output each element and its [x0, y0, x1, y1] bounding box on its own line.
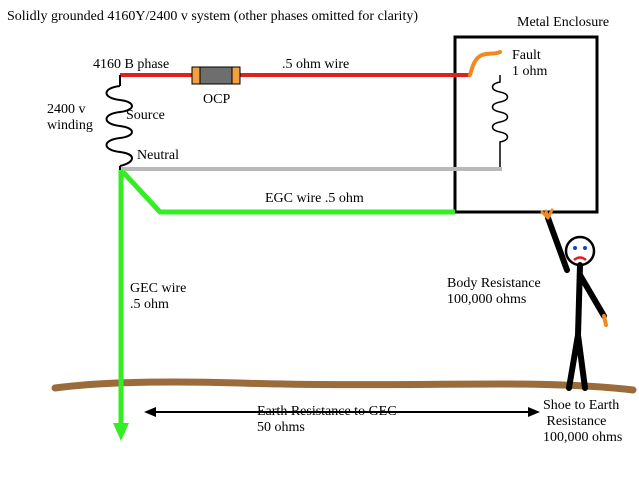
shoe-to-earth-label: Shoe to Earth Resistance 100,000 ohms	[543, 398, 623, 445]
winding-label: 2400 v winding	[47, 102, 93, 133]
diagram-title: Solidly grounded 4160Y/2400 v system (ot…	[7, 9, 418, 24]
egc-wire	[121, 170, 455, 215]
ocp-device	[191, 66, 241, 85]
fault-label: Fault 1 ohm	[512, 48, 548, 79]
phase-label: 4160 B phase	[93, 57, 170, 72]
egc-wire-label: EGC wire .5 ohm	[265, 191, 364, 206]
source-winding	[105, 75, 133, 170]
earth-resistance-arrow-right	[528, 407, 540, 417]
phase-wire-label: .5 ohm wire	[282, 57, 350, 72]
gec-arrowhead	[113, 423, 129, 441]
ocp-label: OCP	[203, 92, 231, 107]
metal-enclosure	[453, 35, 599, 214]
person-figure	[540, 208, 608, 391]
metal-enclosure-label: Metal Enclosure	[517, 15, 610, 30]
neutral-label: Neutral	[137, 148, 179, 163]
source-label: Source	[126, 108, 165, 123]
gec-wire-label: GEC wire .5 ohm	[130, 281, 187, 312]
earth-surface	[51, 378, 637, 394]
earth-resistance-label: Earth Resistance to GEC 50 ohms	[257, 404, 397, 435]
load-coil	[491, 75, 509, 168]
earth-resistance-arrow-left	[144, 407, 156, 417]
body-resistance-label: Body Resistance 100,000 ohms	[447, 276, 541, 307]
fault-lead	[468, 50, 502, 77]
